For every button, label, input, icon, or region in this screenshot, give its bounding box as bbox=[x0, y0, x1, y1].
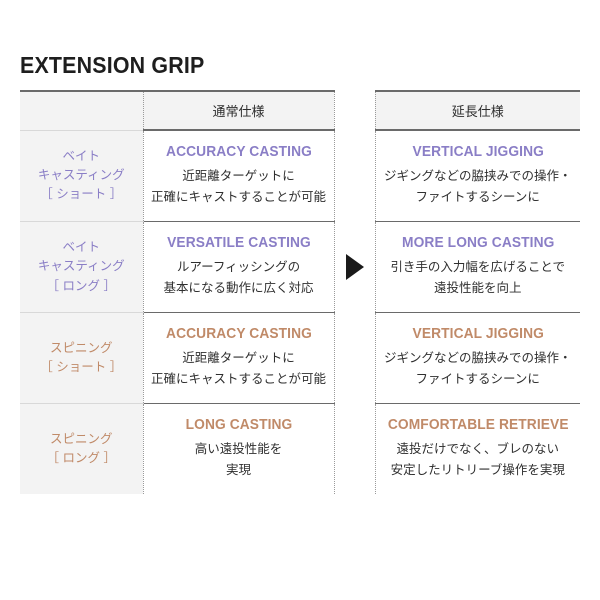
row-label-baitcasting-short: ベイト キャスティング ［ ショート ］ bbox=[20, 130, 143, 222]
cell-description-line: 遠投だけでなく、ブレのない bbox=[396, 442, 559, 457]
cell-heading: VERSATILE CASTING bbox=[166, 235, 311, 252]
cell-normal-baitcasting-short: ACCURACY CASTING 近距離ターゲットに 正確にキャストすることが可… bbox=[142, 130, 335, 222]
extension-grip-spec-table: 通常仕様 延長仕様 ベイト キャスティング ［ ショート ］ ACCURACY … bbox=[20, 90, 580, 494]
table-row: スピニング ［ ショート ］ ACCURACY CASTING 近距離ターゲット… bbox=[20, 312, 581, 404]
gap-cell bbox=[334, 130, 375, 222]
row-label-line1: ベイト bbox=[62, 239, 100, 254]
column-header-extension-spec: 延長仕様 bbox=[374, 90, 580, 131]
row-label-line2: キャスティング bbox=[37, 168, 125, 183]
cell-heading: MORE LONG CASTING bbox=[401, 235, 554, 252]
row-label-line3: ［ ロング ］ bbox=[46, 278, 116, 293]
cell-description: ジギングなどの脇挟みでの操作・ ファイトするシーンに bbox=[376, 348, 581, 389]
cell-normal-baitcasting-long: VERSATILE CASTING ルアーフィッシングの 基本になる動作に広く対… bbox=[142, 221, 335, 313]
cell-description: 高い遠投性能を 実現 bbox=[144, 439, 334, 480]
cell-description-line: 基本になる動作に広く対応 bbox=[163, 281, 314, 295]
cell-description-line: 実現 bbox=[225, 463, 251, 477]
cell-heading: LONG CASTING bbox=[185, 417, 292, 434]
column-header-gap bbox=[334, 91, 375, 130]
cell-description: 遠投だけでなく、ブレのない 安定したリトリーブ操作を実現 bbox=[376, 439, 581, 480]
gap-cell-with-arrow bbox=[334, 221, 375, 313]
cell-normal-spinning-long: LONG CASTING 高い遠投性能を 実現 bbox=[142, 403, 335, 494]
row-label-line1: ベイト bbox=[62, 148, 100, 163]
gap-cell bbox=[334, 312, 375, 404]
cell-description-line: 安定したリトリーブ操作を実現 bbox=[390, 463, 565, 477]
cell-description-line: 遠投性能を向上 bbox=[433, 281, 522, 295]
cell-description: 引き手の入力幅を広げることで 遠投性能を向上 bbox=[376, 257, 581, 298]
cell-description-line: 高い遠投性能を bbox=[194, 442, 283, 457]
row-label-line2: ［ ロング ］ bbox=[46, 451, 116, 465]
spec-table-wrapper: 通常仕様 延長仕様 ベイト キャスティング ［ ショート ］ ACCURACY … bbox=[20, 90, 580, 494]
header-row: 通常仕様 延長仕様 bbox=[20, 90, 580, 131]
cell-heading: VERTICAL JIGGING bbox=[412, 326, 544, 343]
cell-extension-baitcasting-long: MORE LONG CASTING 引き手の入力幅を広げることで 遠投性能を向上 bbox=[374, 221, 581, 313]
table-row: スピニング ［ ロング ］ LONG CASTING 高い遠投性能を 実現 CO… bbox=[20, 403, 581, 494]
cell-heading: VERTICAL JIGGING bbox=[412, 144, 544, 161]
column-header-label bbox=[20, 90, 143, 131]
row-label-spinning-short: スピニング ［ ショート ］ bbox=[20, 312, 143, 404]
table-row: ベイト キャスティング ［ ショート ］ ACCURACY CASTING 近距… bbox=[20, 130, 580, 222]
cell-heading: ACCURACY CASTING bbox=[165, 326, 312, 343]
row-label-line1: スピニング bbox=[49, 431, 113, 446]
gap-cell bbox=[334, 403, 375, 494]
cell-description-line: 近距離ターゲットに bbox=[182, 169, 295, 184]
row-label-line1: スピニング bbox=[49, 340, 113, 355]
row-label-line2: キャスティング bbox=[37, 259, 125, 274]
cell-description-line: 正確にキャストすることが可能 bbox=[150, 190, 326, 204]
cell-description-line: ルアーフィッシングの bbox=[176, 260, 301, 275]
cell-normal-spinning-short: ACCURACY CASTING 近距離ターゲットに 正確にキャストすることが可… bbox=[142, 312, 335, 404]
cell-description-line: 近距離ターゲットに bbox=[182, 351, 295, 366]
cell-heading: COMFORTABLE RETRIEVE bbox=[387, 417, 569, 434]
column-header-normal-spec: 通常仕様 bbox=[142, 90, 335, 131]
page-title: EXTENSION GRIP bbox=[20, 52, 205, 78]
cell-description-line: ファイトするシーンに bbox=[415, 190, 540, 204]
cell-extension-spinning-short: VERTICAL JIGGING ジギングなどの脇挟みでの操作・ ファイトするシ… bbox=[374, 312, 581, 404]
cell-description: 近距離ターゲットに 正確にキャストすることが可能 bbox=[144, 166, 334, 207]
cell-description: ジギングなどの脇挟みでの操作・ ファイトするシーンに bbox=[376, 166, 581, 207]
row-label-spinning-long: スピニング ［ ロング ］ bbox=[20, 403, 143, 494]
right-triangle-arrow-icon bbox=[345, 254, 364, 280]
cell-description-line: ファイトするシーンに bbox=[415, 372, 540, 386]
cell-description-line: 引き手の入力幅を広げることで bbox=[390, 260, 566, 275]
row-label-line3: ［ ショート ］ bbox=[40, 187, 123, 202]
row-label-line2: ［ ショート ］ bbox=[40, 360, 123, 374]
table-header: 通常仕様 延長仕様 bbox=[20, 90, 580, 131]
table-body: ベイト キャスティング ［ ショート ］ ACCURACY CASTING 近距… bbox=[20, 130, 580, 494]
cell-extension-spinning-long: COMFORTABLE RETRIEVE 遠投だけでなく、ブレのない 安定したリ… bbox=[374, 403, 581, 494]
cell-description: 近距離ターゲットに 正確にキャストすることが可能 bbox=[144, 348, 334, 389]
cell-description-line: 正確にキャストすることが可能 bbox=[150, 372, 326, 386]
cell-extension-baitcasting-short: VERTICAL JIGGING ジギングなどの脇挟みでの操作・ ファイトするシ… bbox=[374, 130, 581, 222]
cell-heading: ACCURACY CASTING bbox=[165, 144, 312, 161]
cell-description: ルアーフィッシングの 基本になる動作に広く対応 bbox=[144, 257, 334, 298]
row-label-baitcasting-long: ベイト キャスティング ［ ロング ］ bbox=[20, 221, 143, 313]
cell-description-line: ジギングなどの脇挟みでの操作・ bbox=[383, 169, 572, 184]
table-row: ベイト キャスティング ［ ロング ］ VERSATILE CASTING ルア… bbox=[20, 221, 581, 313]
cell-description-line: ジギングなどの脇挟みでの操作・ bbox=[383, 351, 572, 366]
